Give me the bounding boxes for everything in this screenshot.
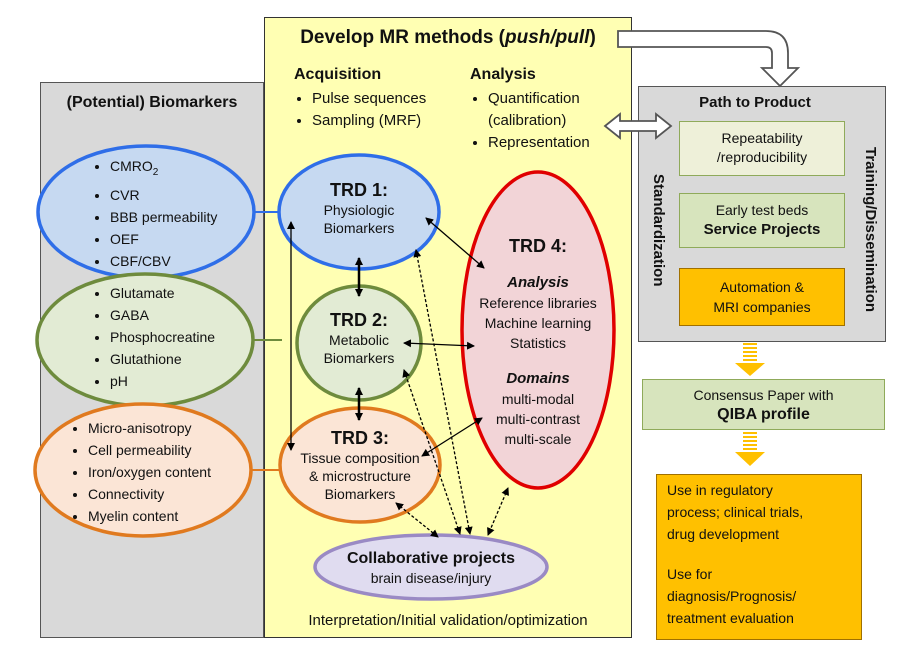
subscript-2: 2: [152, 166, 159, 178]
collab-subtitle: brain disease/injury: [370, 570, 492, 586]
acquisition-heading: Acquisition: [294, 66, 382, 83]
trd3-line1: Tissue composition: [300, 450, 420, 466]
biomarker-item: Micro-anisotropy: [88, 417, 211, 439]
biomarker-group-microstructure: [33, 402, 253, 538]
use-box: Use in regulatory process; clinical tria…: [656, 474, 862, 640]
trd1-line2: Biomarkers: [323, 220, 395, 236]
use-para2-line: diagnosis/Prognosis/: [667, 588, 797, 604]
double-arrow-icon: [603, 112, 673, 140]
center-footer: Interpretation/Initial validation/optimi…: [308, 612, 588, 629]
service-projects-box: Early test beds Service Projects: [679, 193, 845, 248]
biomarker-item: CBF/CBV: [110, 250, 217, 272]
trd4-domains-item: multi-modal: [501, 391, 575, 407]
trd4-domains-heading: Domains: [506, 370, 570, 387]
bent-arrow-icon: [617, 30, 801, 88]
acquisition-item: Pulse sequences: [312, 88, 426, 110]
biomarker-item: Iron/oxygen content: [88, 461, 211, 483]
standardization-label: Standardization: [650, 173, 667, 287]
trd1-line1: Physiologic: [323, 202, 395, 218]
trd4-analysis-heading: Analysis: [507, 274, 569, 291]
biomarker-item: Glutamate: [110, 282, 215, 304]
use-para1-line: drug development: [667, 526, 780, 542]
analysis-item: Representation: [488, 132, 610, 154]
trd1-title: TRD 1:: [330, 180, 388, 200]
biomarker-item: Phosphocreatine: [110, 326, 215, 348]
trd4-domains-item: multi-scale: [504, 431, 572, 447]
automation-box: Automation & MRI companies: [679, 268, 845, 326]
striped-down-arrow-icon: [735, 432, 765, 466]
biomarker-item: BBB permeability: [110, 206, 217, 228]
biomarker-item: CMRO2: [110, 155, 217, 184]
biomarker-item: OEF: [110, 228, 217, 250]
repeatability-line2: /reproducibility: [716, 149, 808, 165]
trd4-analysis-item: Machine learning: [484, 315, 592, 331]
acquisition-item: Sampling (MRF): [312, 110, 426, 132]
repeatability-line1: Repeatability: [721, 130, 803, 146]
analysis-section: Analysis Quantification (calibration) Re…: [470, 66, 610, 154]
biomarker-cmro: CMRO: [110, 158, 153, 174]
service-line2: Service Projects: [703, 221, 821, 238]
trd4-title: TRD 4:: [509, 236, 567, 256]
trd3-line3: Biomarkers: [324, 486, 396, 502]
trd3-title: TRD 3:: [331, 428, 389, 448]
consensus-line2: QIBA profile: [717, 406, 810, 423]
use-para2-line: Use for: [667, 566, 713, 582]
center-title: Develop MR methods (push/pull): [264, 27, 632, 49]
trd2-line2: Biomarkers: [323, 350, 395, 366]
use-para1-line: Use in regulatory: [667, 482, 773, 498]
trd2-label: TRD 2: Metabolic Biomarkers: [299, 310, 419, 367]
automation-line2: MRI companies: [713, 299, 811, 315]
analysis-heading: Analysis: [470, 66, 536, 83]
trd4-analysis-item: Reference libraries: [479, 295, 597, 311]
consensus-line1: Consensus Paper with: [693, 387, 834, 403]
acquisition-section: Acquisition Pulse sequences Sampling (MR…: [294, 66, 426, 132]
collab-title: Collaborative projects: [346, 550, 516, 567]
trd4-analysis-item: Statistics: [509, 335, 566, 351]
automation-line1: Automation &: [719, 279, 805, 295]
trd2-title: TRD 2:: [330, 310, 388, 330]
trd1-label: TRD 1: Physiologic Biomarkers: [289, 180, 429, 237]
service-line1: Early test beds: [715, 202, 809, 218]
use-para2-line: treatment evaluation: [667, 610, 794, 626]
biomarker-item: GABA: [110, 304, 215, 326]
biomarker-item: pH: [110, 370, 215, 392]
biomarker-item: CVR: [110, 184, 217, 206]
title-italic: push/pull: [505, 27, 590, 48]
biomarker-item: Myelin content: [88, 505, 211, 527]
trd3-label: TRD 3: Tissue composition & microstructu…: [285, 428, 435, 503]
trd2-line1: Metabolic: [329, 332, 389, 348]
collab-label: Collaborative projects brain disease/inj…: [315, 549, 547, 587]
biomarkers-title: (Potential) Biomarkers: [66, 94, 238, 111]
biomarker-list-microstructure: Micro-anisotropy Cell permeability Iron/…: [70, 417, 211, 527]
title-prefix: Develop MR methods (: [300, 27, 506, 48]
biomarker-item: Cell permeability: [88, 439, 211, 461]
repeatability-box: Repeatability /reproducibility: [679, 121, 845, 176]
biomarker-item: Connectivity: [88, 483, 211, 505]
analysis-item: Quantification (calibration): [488, 88, 610, 132]
trd4-domains-item: multi-contrast: [495, 411, 581, 427]
consensus-box: Consensus Paper with QIBA profile: [642, 379, 885, 430]
training-label: Training/Dissemination: [862, 147, 879, 313]
title-suffix: ): [589, 27, 596, 48]
striped-down-arrow-icon: [735, 343, 765, 376]
biomarker-item: Glutathione: [110, 348, 215, 370]
trd3-line2: & microstructure: [309, 468, 411, 484]
trd4-label: TRD 4: Analysis Reference libraries Mach…: [463, 236, 613, 449]
use-para1-line: process; clinical trials,: [667, 504, 804, 520]
path-title: Path to Product: [699, 94, 811, 111]
biomarker-list-physiologic: CMRO2 CVR BBB permeability OEF CBF/CBV: [92, 155, 217, 272]
biomarker-list-metabolic: Glutamate GABA Phosphocreatine Glutathio…: [92, 282, 215, 392]
